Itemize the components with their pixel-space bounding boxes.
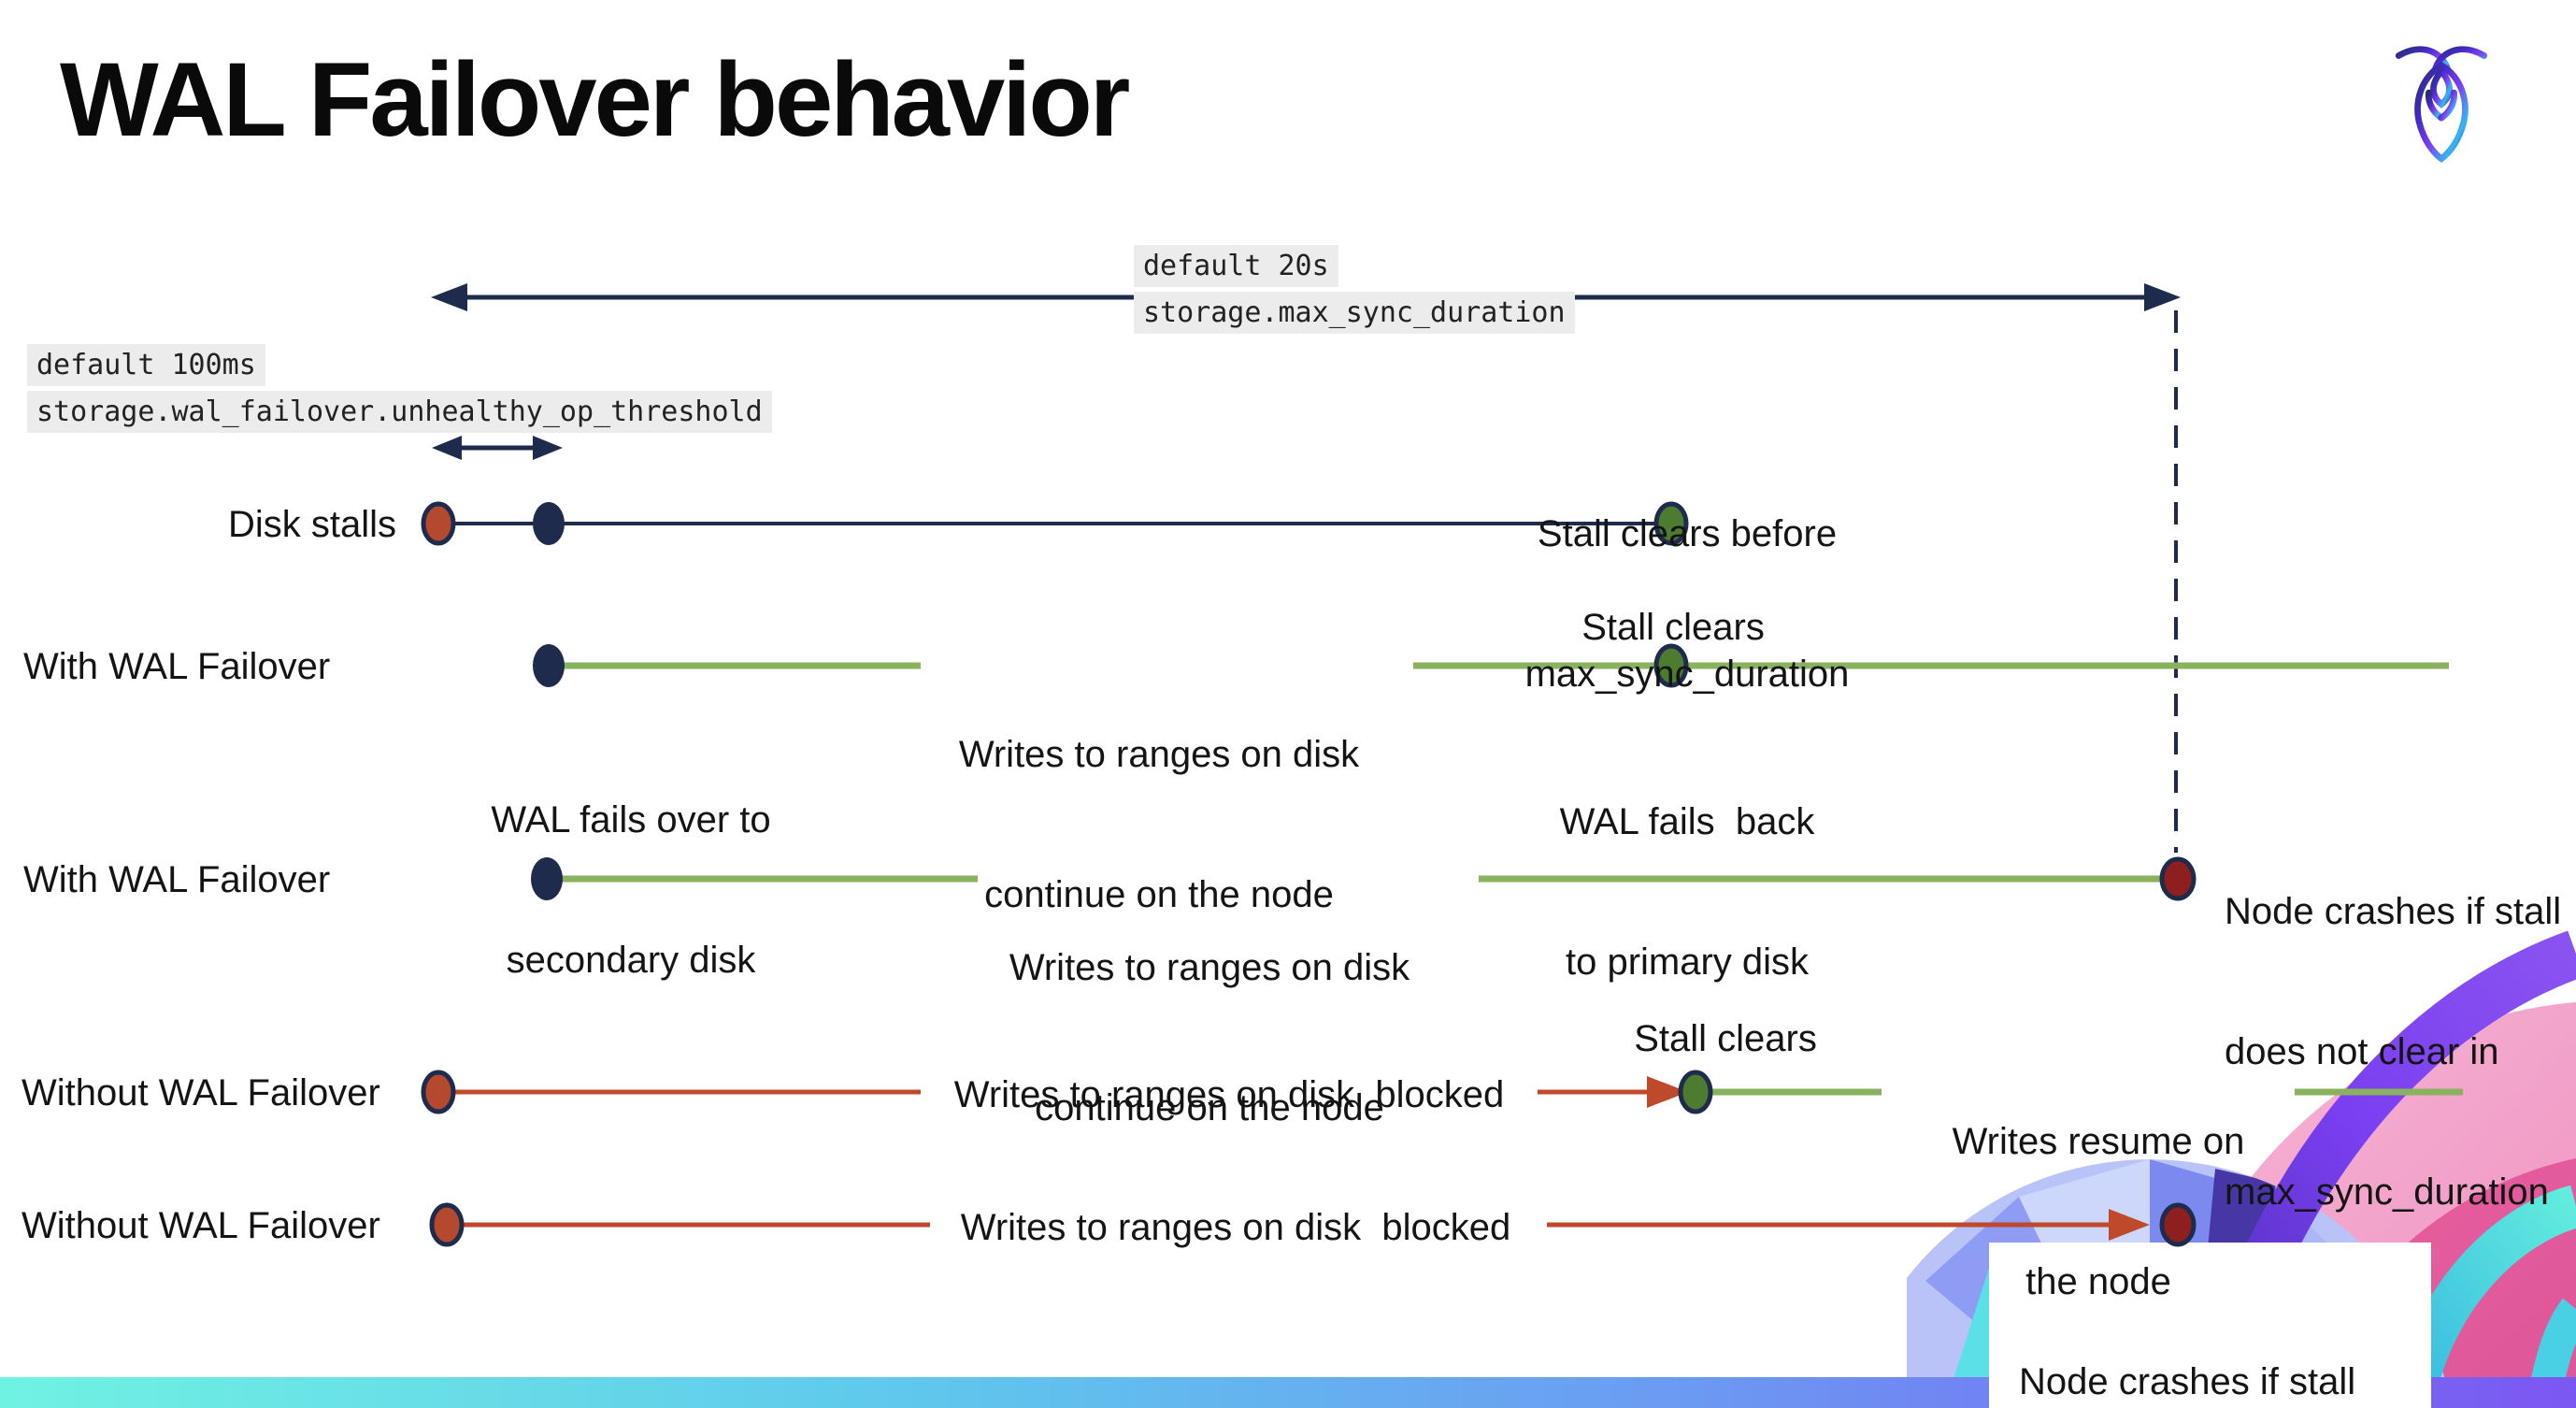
callout-writes-blocked-row5: Writes to ranges on disk blocked [960, 1207, 1511, 1248]
row2-stall-clears-dot [1653, 643, 1689, 688]
row-label-with-wal-failover-2: With WAL Failover [23, 859, 331, 900]
logo-stem-right [2438, 89, 2458, 122]
row1-stall-clears-dot [1653, 501, 1689, 546]
callout-writes-resume: Writes resume on the node [1952, 1121, 2245, 1302]
row3-crash-dot [2159, 856, 2197, 901]
page-title: WAL Failover behavior [60, 41, 1130, 158]
callout-writes-blocked-row4: Writes to ranges on disk blocked [953, 1074, 1505, 1115]
row5-stall-start-dot [429, 1202, 465, 1247]
row5-crash-dot [2159, 1202, 2197, 1247]
row-label-disk-stalls: Disk stalls [228, 504, 397, 545]
row-label-with-wal-failover-1: With WAL Failover [23, 646, 331, 687]
arrowhead-right-icon [533, 436, 563, 460]
row3-failover-dot [531, 857, 563, 900]
row5-red-arrowhead-icon [2109, 1209, 2150, 1241]
node-crash-caption-box: Node crashes if stall does not clear in … [1989, 1243, 2431, 1408]
row-label-without-wal-failover-2: Without WAL Failover [21, 1205, 380, 1246]
callout-stall-clears-row2: Stall clears [1581, 607, 1765, 648]
callout-stall-clears-row4: Stall clears [1634, 1018, 1817, 1059]
callout-writes-continue-row2: Writes to ranges on disk continue on the… [958, 734, 1360, 915]
arrowhead-left-icon [432, 436, 462, 460]
max-sync-duration-annotation: default 20s storage.max_sync_duration [1134, 245, 1575, 338]
callout-wal-fails-over: WAL fails over to secondary disk [491, 799, 771, 981]
callout-node-crashes-row3: Node crashes if stall does not clear in … [2225, 891, 2562, 1213]
row4-stall-start-dot [421, 1070, 456, 1114]
row1-threshold-dot [533, 502, 565, 545]
row1-stall-start-dot [421, 501, 456, 546]
row2-failover-dot [533, 644, 565, 687]
arrowhead-right-icon [2144, 283, 2181, 311]
row-label-without-wal-failover-1: Without WAL Failover [21, 1072, 380, 1113]
callout-stall-clears-before: Stall clears before max_sync_duration [1524, 513, 1850, 695]
callout-wal-fails-back: WAL fails back to primary disk [1559, 801, 1815, 983]
row4-stall-clears-dot [1678, 1070, 1713, 1114]
logo-bud [2430, 65, 2453, 108]
unhealthy-op-threshold-annotation: default 100ms storage.wal_failover.unhea… [27, 344, 772, 438]
node-crashes-caption: Node crashes if stall does not clear in … [2019, 1361, 2356, 1402]
cockroachdb-logo-icon [2395, 46, 2488, 164]
row4-red-arrowhead-icon [1647, 1076, 1688, 1108]
arrowhead-left-icon [431, 283, 467, 311]
callout-writes-continue-row3: Writes to ranges on disk continue on the… [1009, 947, 1410, 1128]
